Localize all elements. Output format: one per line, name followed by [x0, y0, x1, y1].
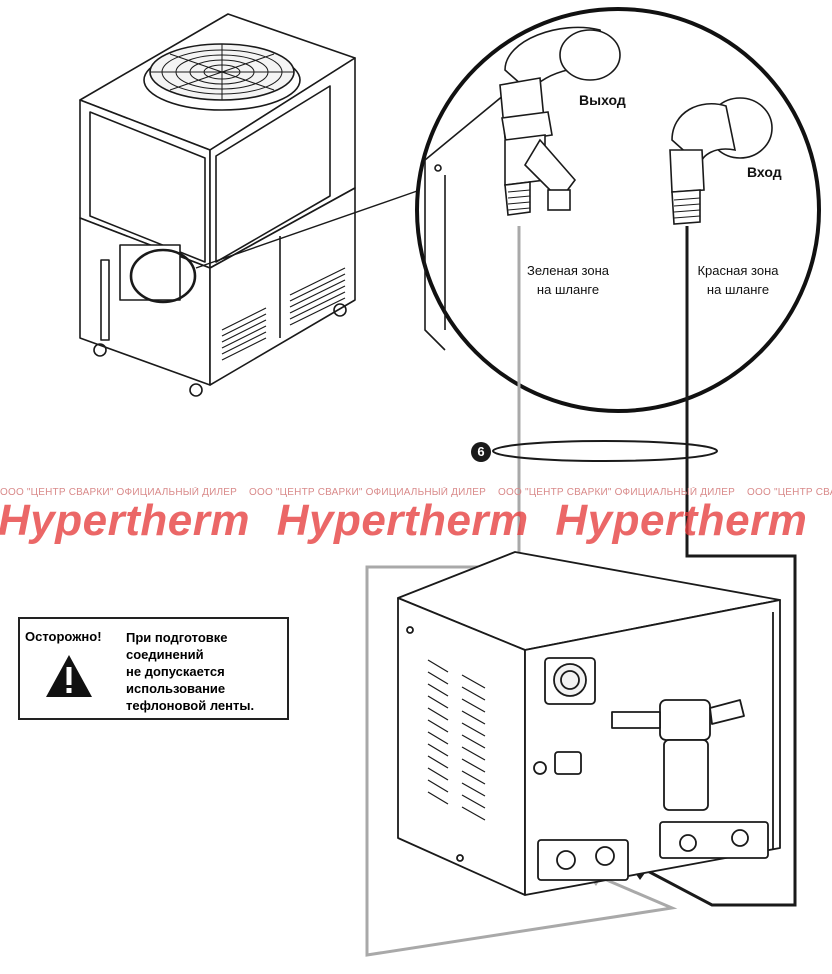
- magnified-view: [415, 7, 821, 413]
- brand-watermark-text: Hypertherm: [0, 496, 250, 545]
- brand-watermark-text: Hypertherm: [276, 496, 529, 545]
- brand-watermark: Hypertherm Hypertherm Hypertherm Hyperth…: [0, 496, 832, 546]
- hose-red-zone: [641, 226, 797, 907]
- hose-green-zone: [365, 226, 678, 957]
- warning-triangle-icon: [46, 655, 92, 697]
- dealer-watermark-text: ООО "ЦЕНТР СВАРКИ" ОФИЦИАЛЬНЫЙ ДИЛЕР: [0, 487, 238, 498]
- dealer-watermark-text: ООО "ЦЕНТР СВАРКИ" ОФИЦИАЛЬНЫЙ ДИЛЕР: [498, 487, 736, 498]
- callout-ellipse: [492, 440, 718, 462]
- dealer-watermark: ООО "ЦЕНТР СВАРКИ" ОФИЦИАЛЬНЫЙ ДИЛЕР ООО…: [0, 487, 832, 498]
- brand-watermark-text: Hypertherm: [555, 496, 808, 545]
- chiller-unit: [79, 13, 356, 397]
- caution-box: Осторожно! При подготовке соединений не …: [18, 617, 289, 720]
- outlet-label: Выход: [579, 92, 626, 108]
- dealer-watermark-text: ООО "ЦЕНТР СВАРКИ" ОФИЦИАЛЬНЫЙ ДИЛЕР: [747, 487, 832, 498]
- inlet-label: Вход: [747, 164, 782, 180]
- green-zone-label: Зеленая зона на шланге: [527, 263, 609, 297]
- power-supply-unit: [397, 551, 781, 896]
- caution-text: При подготовке соединений не допускается…: [126, 630, 255, 713]
- callout-number: 6: [471, 442, 491, 462]
- zoom-leader: [195, 189, 421, 269]
- dealer-watermark-text: ООО "ЦЕНТР СВАРКИ" ОФИЦИАЛЬНЫЙ ДИЛЕР: [249, 487, 487, 498]
- caution-title: Осторожно!: [25, 629, 102, 644]
- red-zone-label: Красная зона на шланге: [697, 263, 779, 297]
